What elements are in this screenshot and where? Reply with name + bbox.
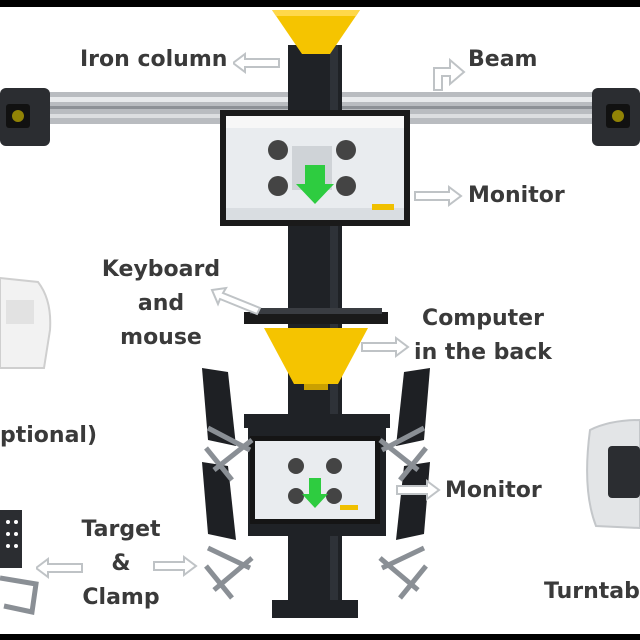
right-camera — [592, 88, 640, 146]
arrow-target-left — [36, 557, 83, 579]
turntable — [586, 418, 640, 530]
label-target-clamp: Target & Clamp — [76, 513, 166, 615]
label-target-line1: Target — [81, 517, 161, 542]
label-computer-line2: in the back — [414, 340, 552, 365]
label-keyboard-line3: mouse — [120, 325, 202, 350]
bottom-border — [0, 634, 640, 640]
top-cone — [272, 10, 360, 54]
arrow-computer — [361, 336, 410, 358]
left-clamps — [204, 425, 254, 600]
label-monitor-top: Monitor — [468, 183, 565, 208]
label-target-line2: & — [111, 551, 131, 576]
arrow-beam — [433, 57, 466, 91]
arrow-monitor-top — [414, 185, 463, 207]
arrow-target-right — [153, 555, 198, 577]
label-keyboard-line2: and — [137, 291, 185, 316]
label-computer-line1: Computer — [422, 306, 544, 331]
bottom-monitor — [250, 436, 380, 524]
left-camera — [0, 88, 50, 146]
left-target-clamp — [0, 510, 39, 616]
label-target-line3: Clamp — [82, 585, 160, 610]
middle-cone — [264, 328, 368, 390]
keyboard-shelf — [244, 308, 388, 324]
label-computer: Computer in the back — [410, 302, 556, 370]
right-clamps — [378, 425, 428, 600]
optional-unit — [0, 276, 52, 369]
label-iron-column: Iron column — [80, 47, 228, 72]
top-monitor — [220, 110, 410, 226]
label-optional: ptional) — [0, 423, 98, 448]
label-monitor-bottom: Monitor — [445, 478, 542, 503]
label-beam: Beam — [468, 47, 538, 72]
label-turntable: Turntabl — [544, 579, 640, 604]
arrow-keyboard — [210, 286, 262, 316]
arrow-monitor-bottom — [396, 479, 441, 501]
label-keyboard-line1: Keyboard — [101, 257, 221, 282]
label-keyboard-mouse: Keyboard and mouse — [96, 253, 226, 355]
top-border — [0, 0, 640, 7]
arrow-iron-column — [233, 52, 280, 74]
base-plate — [272, 600, 358, 618]
